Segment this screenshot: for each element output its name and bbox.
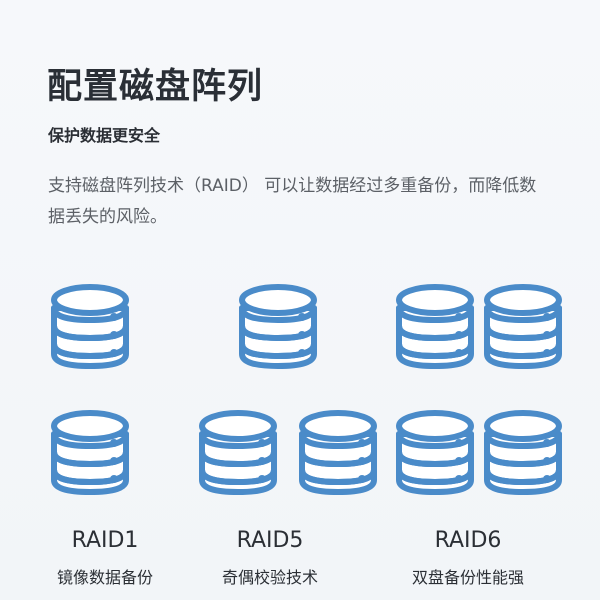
raid5-disk-icon [296,408,380,496]
raid1-description: 镜像数据备份 [56,568,153,587]
raid5-label: RAID5 [236,528,304,553]
page-title: 配置磁盘阵列 [47,67,264,107]
page-subtitle: 保护数据更安全 [48,126,161,145]
raid6-disk-icon [393,408,477,496]
raid6-disk-icon [481,408,565,496]
raid1-disk-icon [48,408,132,496]
raid5-disk-icon [196,408,280,496]
raid1-disk-icon [48,282,132,370]
feature-description: 支持磁盘阵列技术（RAID） 可以让数据经过多重备份，而降低数据丢失的风险。 [48,176,537,227]
raid1-label: RAID1 [71,528,139,553]
raid5-disk-icon [236,282,320,370]
raid6-disk-icon [481,282,565,370]
raid5-description: 奇偶校验技术 [221,568,318,587]
raid6-label: RAID6 [434,528,502,553]
raid6-description: 双盘备份性能强 [411,568,524,587]
raid6-disk-icon [393,282,477,370]
